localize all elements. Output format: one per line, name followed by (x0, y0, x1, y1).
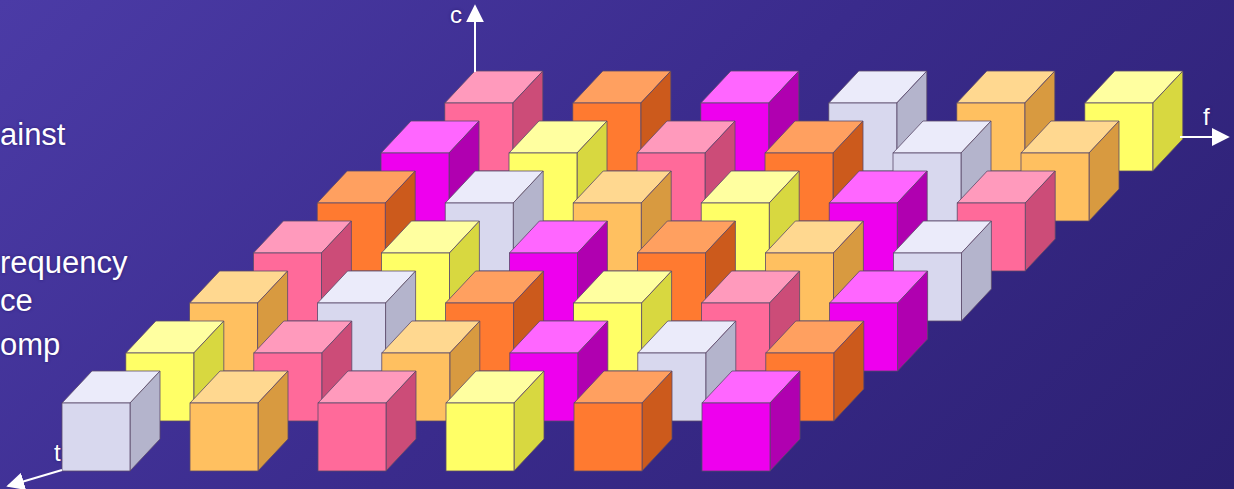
cube-side (1025, 171, 1055, 271)
cube-side (834, 321, 864, 421)
slide-text: ainst (0, 118, 65, 152)
cube (190, 371, 288, 471)
slide-text: requency (0, 246, 128, 280)
axis-label: c (450, 2, 462, 28)
slide-text: omp (0, 328, 60, 362)
cube-front (318, 403, 386, 471)
axis-label: f (1203, 104, 1210, 130)
cube-side (642, 371, 672, 471)
cube-side (386, 371, 416, 471)
cube-side (961, 221, 991, 321)
cube (318, 371, 416, 471)
axis-label: t (54, 440, 61, 466)
cube-side (514, 371, 544, 471)
f-axis (1180, 136, 1228, 138)
cube-side (898, 271, 928, 371)
cubes (62, 71, 1183, 471)
cube-front (574, 403, 642, 471)
cube-front (446, 403, 514, 471)
cube (574, 371, 672, 471)
cube-side (770, 371, 800, 471)
cube (446, 371, 544, 471)
cube-side (258, 371, 288, 471)
cube-side (1153, 71, 1183, 171)
cube-front (702, 403, 770, 471)
slide-text: ce (0, 284, 33, 318)
cube-front (190, 403, 258, 471)
t-axis (8, 470, 62, 486)
cube-side (130, 371, 160, 471)
c-axis (474, 6, 476, 72)
cube (62, 371, 160, 471)
cube-front (62, 403, 130, 471)
cube-side (1089, 121, 1119, 221)
cube (702, 371, 800, 471)
